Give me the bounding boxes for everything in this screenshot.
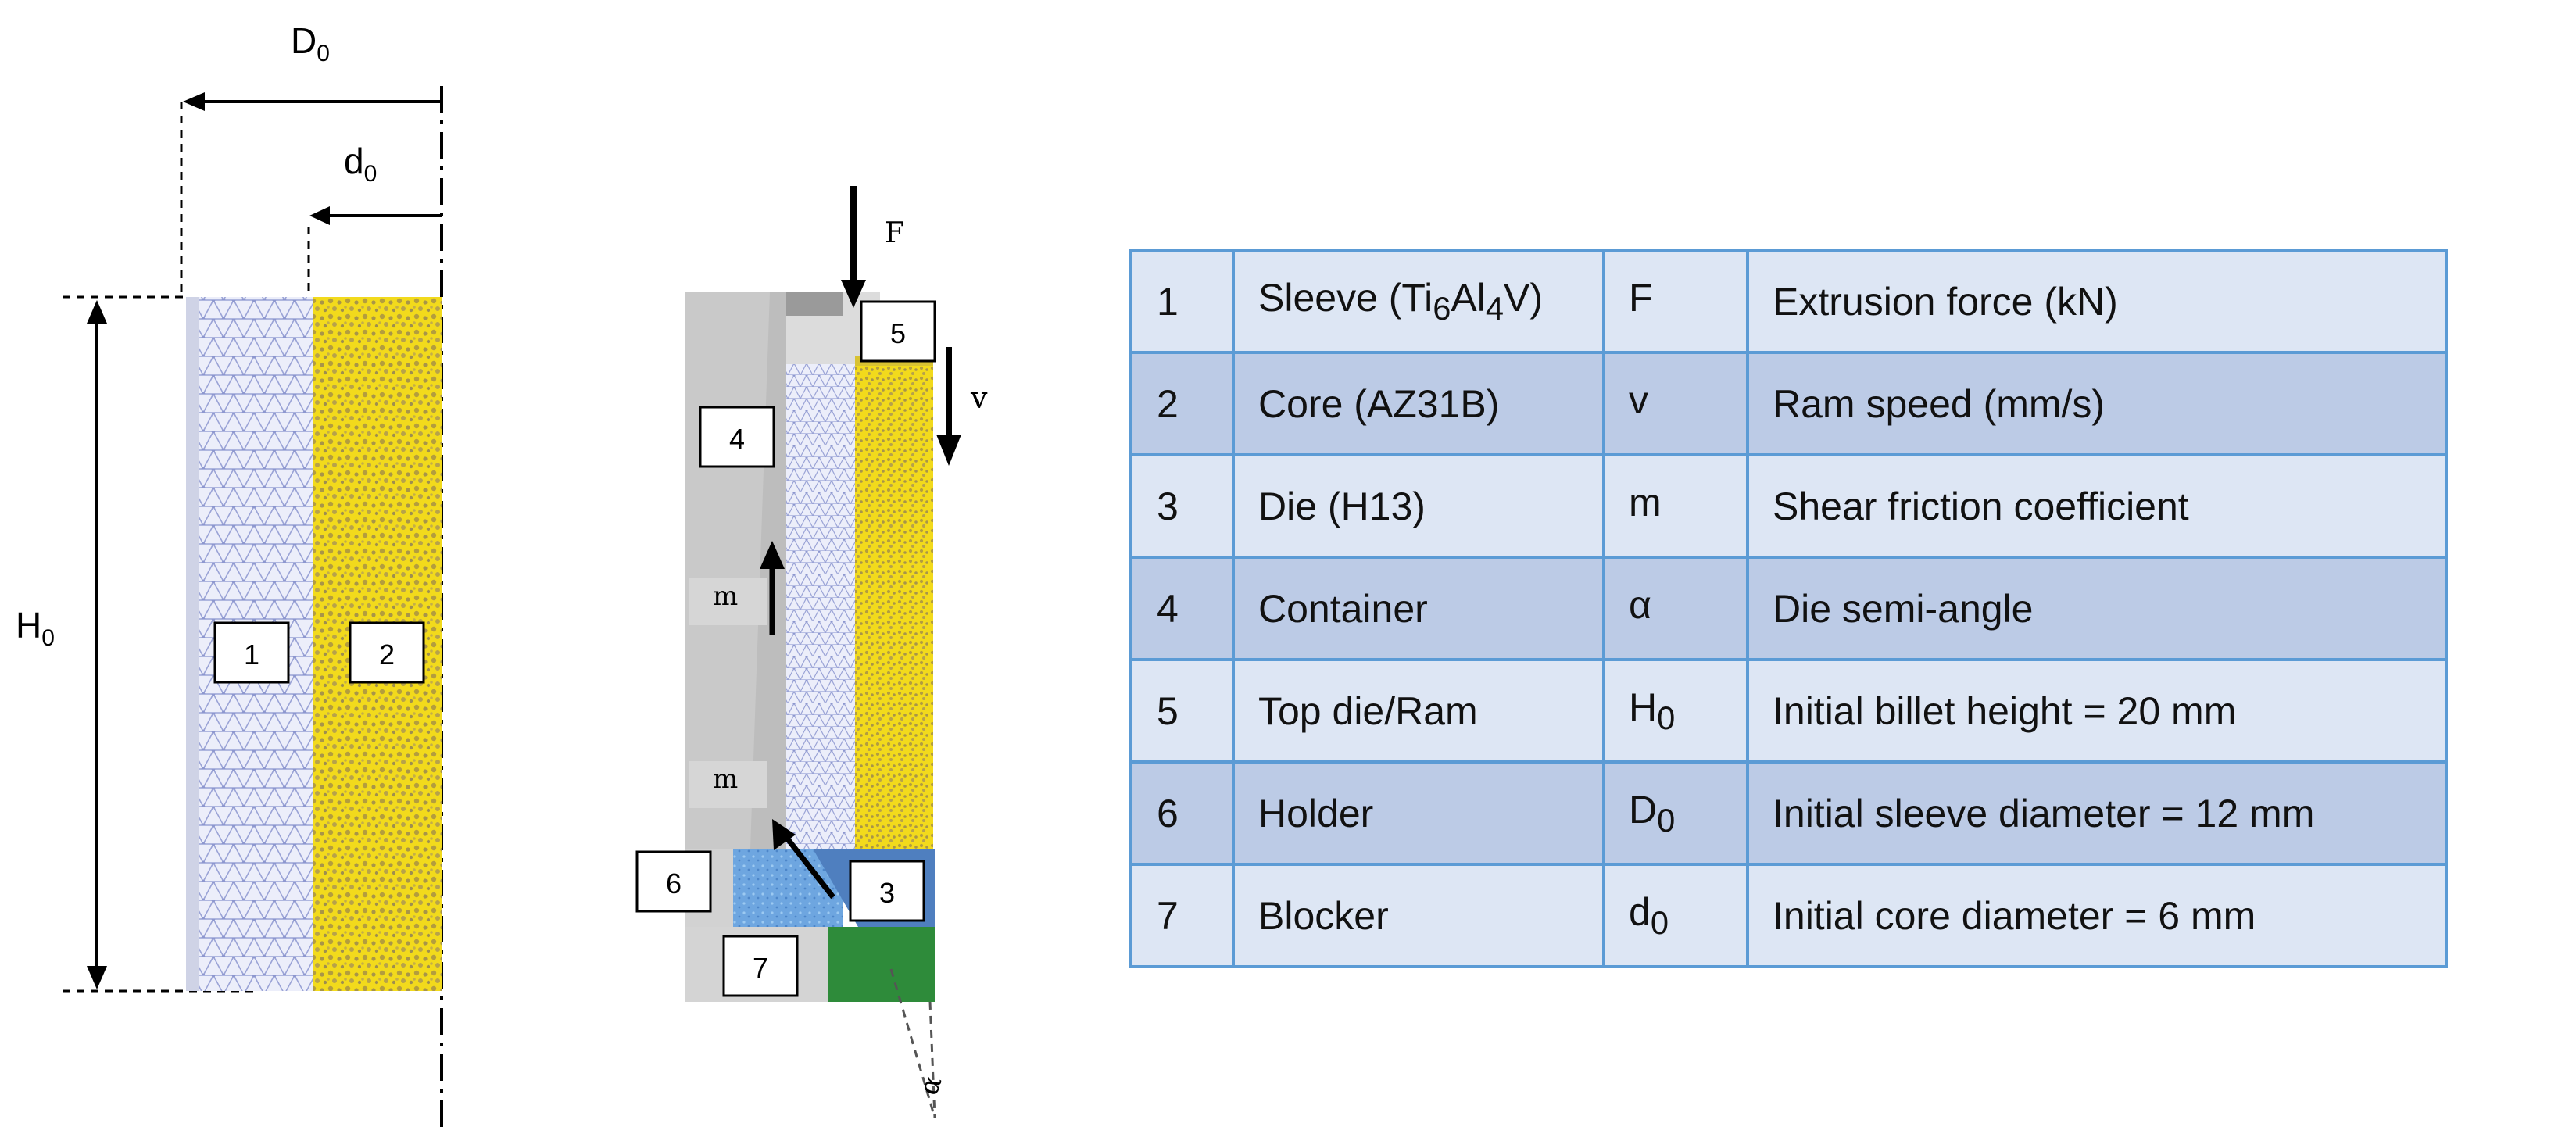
D0-label: D0: [291, 20, 330, 66]
svg-text:4: 4: [729, 423, 745, 455]
parameter-description: Initial sleeve diameter = 12 mm: [1746, 760, 2448, 866]
svg-text:6: 6: [666, 867, 682, 900]
sleeve-section: [786, 364, 855, 849]
billet-drawing: D0 d0 H0 1 2: [16, 20, 443, 1133]
component-name: Core (AZ31B): [1232, 351, 1605, 456]
parameter-symbol: α: [1602, 556, 1749, 661]
part-number: 2: [1129, 351, 1235, 456]
blocker-region: [828, 927, 935, 1002]
ram-part-number: 5: [860, 300, 936, 363]
force-label: F: [885, 217, 904, 249]
svg-text:1: 1: [244, 638, 259, 671]
parameter-description: Extrusion force (kN): [1746, 249, 2448, 354]
legend-table: 1 Sleeve (Ti6Al4V) F Extrusion force (kN…: [1129, 249, 2448, 968]
legend-row: 2 Core (AZ31B) v Ram speed (mm/s): [1129, 351, 2448, 456]
component-name: Sleeve (Ti6Al4V): [1232, 249, 1605, 354]
part-number: 4: [1129, 556, 1235, 661]
container-part-number: 4: [699, 406, 775, 468]
legend-row: 5 Top die/Ram H0 Initial billet height =…: [1129, 658, 2448, 764]
sleeve-part-number: 1: [213, 621, 290, 684]
ram-speed-label: v: [970, 381, 988, 415]
parameter-symbol: D0: [1602, 760, 1749, 866]
parameter-description: Initial billet height = 20 mm: [1746, 658, 2448, 764]
legend-table-container: 1 Sleeve (Ti6Al4V) F Extrusion force (kN…: [1129, 249, 2448, 968]
parameter-symbol: v: [1602, 351, 1749, 456]
blocker-part-number: 7: [722, 935, 799, 997]
svg-text:3: 3: [879, 877, 895, 909]
friction-arrow-lower: [772, 819, 835, 900]
parameter-description: Shear friction coefficient: [1746, 453, 2448, 559]
friction-arrow-upper: [760, 541, 785, 635]
d0-label: d0: [344, 141, 377, 187]
parameter-symbol: d0: [1602, 863, 1749, 968]
component-name: Container: [1232, 556, 1605, 661]
force-arrow: [841, 186, 866, 308]
H0-dimension-arrow: [87, 300, 107, 989]
component-name: Die (H13): [1232, 453, 1605, 559]
friction-label-upper: m: [713, 581, 738, 612]
part-number: 7: [1129, 863, 1235, 968]
parameter-symbol: H0: [1602, 658, 1749, 764]
svg-text:7: 7: [753, 952, 768, 984]
parameter-symbol: m: [1602, 453, 1749, 559]
D0-dimension-arrow: [183, 92, 442, 111]
parameter-symbol: F: [1602, 249, 1749, 354]
alpha-label: α: [913, 1071, 948, 1099]
part-number: 3: [1129, 453, 1235, 559]
friction-label-lower: m: [713, 764, 738, 795]
svg-text:5: 5: [890, 317, 906, 349]
ram-speed-arrow: [936, 347, 961, 466]
part-number: 1: [1129, 249, 1235, 354]
holder-part-number: 6: [635, 850, 712, 913]
core-part-number: 2: [349, 621, 425, 684]
part-number: 6: [1129, 760, 1235, 866]
component-name: Blocker: [1232, 863, 1605, 968]
legend-row: 7 Blocker d0 Initial core diameter = 6 m…: [1129, 863, 2448, 968]
core-section: [855, 364, 933, 849]
parameter-description: Ram speed (mm/s): [1746, 351, 2448, 456]
legend-row: 4 Container α Die semi-angle: [1129, 556, 2448, 661]
component-name: Holder: [1232, 760, 1605, 866]
extrusion-assembly: α F v m m 4 5: [635, 186, 988, 1118]
parameter-description: Initial core diameter = 6 mm: [1746, 863, 2448, 968]
legend-row: 3 Die (H13) m Shear friction coefficient: [1129, 453, 2448, 559]
d0-dimension-arrow: [309, 206, 442, 225]
legend-row: 6 Holder D0 Initial sleeve diameter = 12…: [1129, 760, 2448, 866]
parameter-description: Die semi-angle: [1746, 556, 2448, 661]
legend-row: 1 Sleeve (Ti6Al4V) F Extrusion force (kN…: [1129, 249, 2448, 354]
H0-label: H0: [16, 605, 55, 651]
svg-text:2: 2: [379, 638, 395, 671]
part-number: 5: [1129, 658, 1235, 764]
die-part-number: 3: [849, 860, 925, 922]
component-name: Top die/Ram: [1232, 658, 1605, 764]
